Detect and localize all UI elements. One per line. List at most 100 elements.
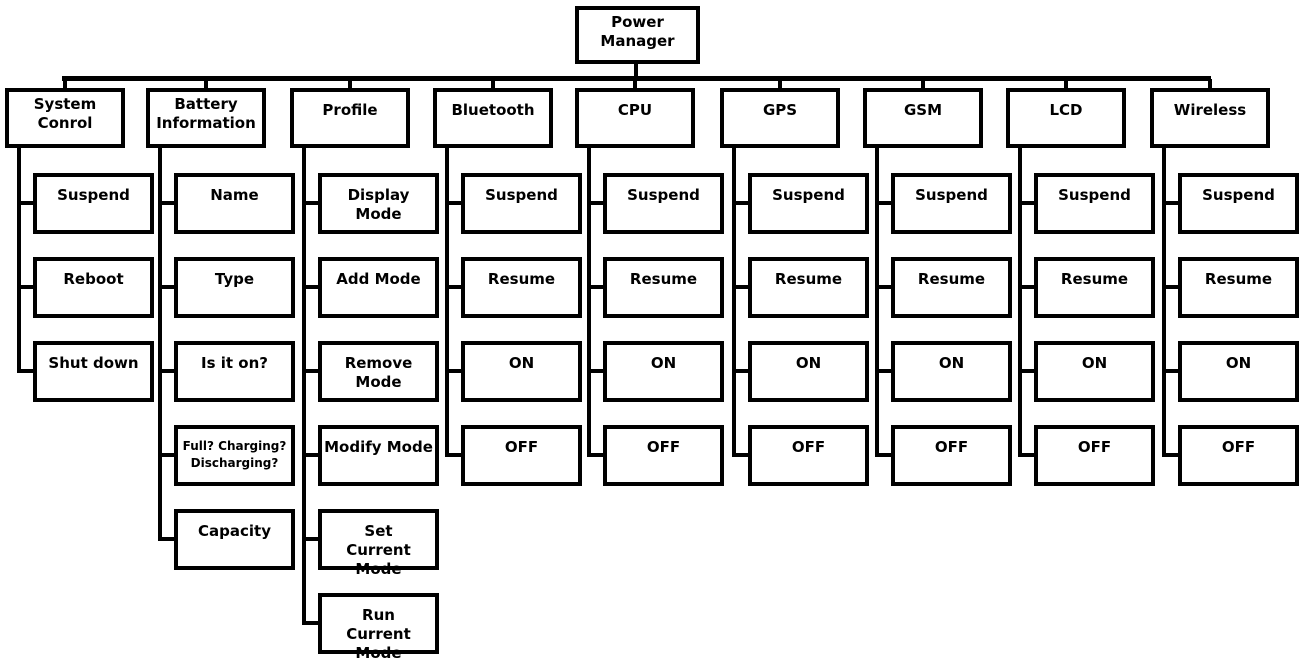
node-resume: Resume <box>1178 257 1299 318</box>
node-suspend: Suspend <box>891 173 1012 234</box>
node-on: ON <box>1034 341 1155 402</box>
connector-trunk <box>587 146 591 457</box>
connector-elbow <box>160 285 176 289</box>
connector-elbow <box>160 537 176 541</box>
connector-elbow <box>1020 285 1036 289</box>
connector-stub <box>921 79 925 90</box>
node-off: OFF <box>461 425 582 486</box>
node-display-mode: Display Mode <box>318 173 439 234</box>
node-off: OFF <box>603 425 724 486</box>
node-reboot: Reboot <box>33 257 154 318</box>
node-type: Type <box>174 257 295 318</box>
connector-stub <box>491 79 495 90</box>
node-add-mode: Add Mode <box>318 257 439 318</box>
node-suspend: Suspend <box>603 173 724 234</box>
connector-elbow <box>1164 285 1180 289</box>
node-on: ON <box>1178 341 1299 402</box>
connector-stub <box>1064 79 1068 90</box>
node-remove-mode: Remove Mode <box>318 341 439 402</box>
node-system-conrol: System Conrol <box>5 88 125 148</box>
connector-elbow <box>160 201 176 205</box>
node-suspend: Suspend <box>1034 173 1155 234</box>
connector-elbow <box>877 369 893 373</box>
connector-elbow <box>877 453 893 457</box>
node-profile: Profile <box>290 88 410 148</box>
node-off: OFF <box>1178 425 1299 486</box>
node-on: ON <box>748 341 869 402</box>
connector-trunk <box>1018 146 1022 457</box>
connector-elbow <box>1164 201 1180 205</box>
connector-elbow <box>1020 201 1036 205</box>
connector-elbow <box>589 201 605 205</box>
connector-trunk <box>1162 146 1166 457</box>
connector-stub <box>348 79 352 90</box>
connector-elbow <box>1164 369 1180 373</box>
node-is-it-on: Is it on? <box>174 341 295 402</box>
connector-elbow <box>734 201 750 205</box>
node-lcd: LCD <box>1006 88 1126 148</box>
node-off: OFF <box>1034 425 1155 486</box>
connector-trunk <box>17 146 21 373</box>
connector-elbow <box>734 453 750 457</box>
node-power-manager: Power Manager <box>575 6 700 64</box>
node-suspend: Suspend <box>461 173 582 234</box>
node-full-charging-discharging: Full? Charging? Discharging? <box>174 425 295 486</box>
connector-elbow <box>19 369 35 373</box>
connector-elbow <box>304 285 320 289</box>
connector-elbow <box>589 369 605 373</box>
connector-elbow <box>304 537 320 541</box>
connector-stub <box>1208 79 1212 90</box>
node-suspend: Suspend <box>1178 173 1299 234</box>
connector-bus <box>62 76 1211 81</box>
node-battery-information: Battery Information <box>146 88 266 148</box>
connector-elbow <box>447 285 463 289</box>
connector-elbow <box>1020 453 1036 457</box>
node-resume: Resume <box>603 257 724 318</box>
connector-elbow <box>304 201 320 205</box>
connector-elbow <box>1164 453 1180 457</box>
node-off: OFF <box>891 425 1012 486</box>
node-run-current-mode: Run Current Mode <box>318 593 439 662</box>
connector-elbow <box>589 285 605 289</box>
node-set-current-mode: Set Current Mode <box>318 509 439 578</box>
connector-stub <box>63 79 67 90</box>
connector-elbow <box>734 369 750 373</box>
node-name: Name <box>174 173 295 234</box>
node-suspend: Suspend <box>33 173 154 234</box>
connector-elbow <box>160 369 176 373</box>
connector-root-stub <box>634 62 638 78</box>
connector-trunk <box>875 146 879 457</box>
node-resume: Resume <box>748 257 869 318</box>
node-off: OFF <box>748 425 869 486</box>
node-on: ON <box>461 341 582 402</box>
connector-elbow <box>19 201 35 205</box>
connector-elbow <box>447 453 463 457</box>
connector-elbow <box>447 201 463 205</box>
connector-stub <box>204 79 208 90</box>
connector-stub <box>633 79 637 90</box>
connector-elbow <box>589 453 605 457</box>
connector-trunk <box>302 146 306 625</box>
node-gps: GPS <box>720 88 840 148</box>
connector-elbow <box>160 453 176 457</box>
node-resume: Resume <box>891 257 1012 318</box>
node-bluetooth: Bluetooth <box>433 88 553 148</box>
connector-stub <box>778 79 782 90</box>
node-suspend: Suspend <box>748 173 869 234</box>
connector-elbow <box>1020 369 1036 373</box>
connector-trunk <box>158 146 162 541</box>
connector-elbow <box>877 201 893 205</box>
connector-elbow <box>304 453 320 457</box>
node-on: ON <box>891 341 1012 402</box>
node-wireless: Wireless <box>1150 88 1270 148</box>
node-resume: Resume <box>461 257 582 318</box>
node-modify-mode: Modify Mode <box>318 425 439 486</box>
connector-elbow <box>447 369 463 373</box>
connector-trunk <box>732 146 736 457</box>
node-cpu: CPU <box>575 88 695 148</box>
connector-trunk <box>445 146 449 457</box>
node-on: ON <box>603 341 724 402</box>
connector-elbow <box>734 285 750 289</box>
connector-elbow <box>304 369 320 373</box>
